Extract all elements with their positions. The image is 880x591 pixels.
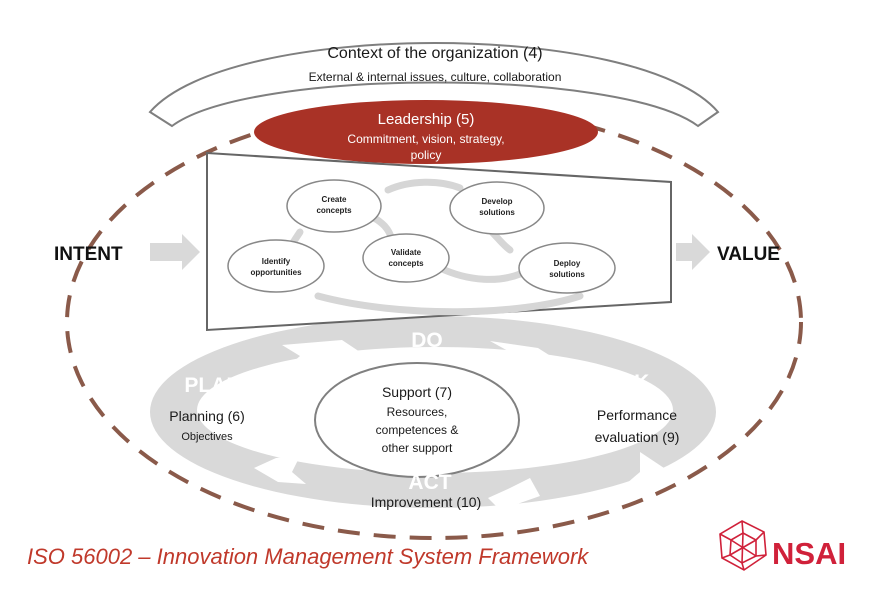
nsai-logo-text: NSAI xyxy=(772,536,846,571)
support-line3: other support xyxy=(382,441,453,455)
deploy-solutions-node xyxy=(518,242,616,294)
leadership-line2: policy xyxy=(411,148,442,162)
support-line2: competences & xyxy=(376,423,459,437)
pdca-act-label: ACT xyxy=(408,471,451,494)
create-concepts-line2: concepts xyxy=(316,206,352,215)
pdca-plan-label: PLAN xyxy=(184,374,241,397)
leadership-line1: Commitment, vision, strategy, xyxy=(347,132,504,146)
performance-line2: evaluation (9) xyxy=(595,429,680,445)
performance-line1: Performance xyxy=(597,407,677,423)
identify-opportunities-node xyxy=(227,239,325,293)
validate-concepts-node xyxy=(362,233,450,283)
context-title: Context of the organization (4) xyxy=(327,45,542,62)
support-line1: Resources, xyxy=(387,405,448,419)
intent-label: INTENT xyxy=(54,244,123,265)
develop-solutions-line1: Develop xyxy=(481,197,512,206)
plan-arrow xyxy=(254,456,306,484)
identify-opportunities-line1: Identify xyxy=(262,257,291,266)
value-arrow xyxy=(676,234,710,270)
pdca-check-label: CHECK xyxy=(575,371,650,394)
outer-dashed-oval xyxy=(65,104,803,540)
context-subtitle: External & internal issues, culture, col… xyxy=(309,70,562,84)
context-band xyxy=(148,42,720,128)
pdca-do-label: DO xyxy=(411,329,443,352)
deploy-solutions-line1: Deploy xyxy=(554,259,581,268)
planning-title: Planning (6) xyxy=(169,408,245,424)
leadership-ellipse xyxy=(254,100,598,164)
validate-concepts-line2: concepts xyxy=(388,259,424,268)
identify-opportunities-line2: opportunities xyxy=(250,268,302,277)
develop-solutions-line2: solutions xyxy=(479,208,515,217)
do-arrow-left xyxy=(282,340,360,368)
support-ellipse xyxy=(314,362,520,478)
value-label: VALUE xyxy=(717,244,780,265)
validate-concepts-line1: Validate xyxy=(391,248,422,257)
footer-title: ISO 56002 – Innovation Management System… xyxy=(27,544,589,569)
develop-solutions-node xyxy=(449,181,545,235)
create-concepts-line1: Create xyxy=(322,195,347,204)
intent-arrow xyxy=(150,234,200,270)
nsai-logo-icon xyxy=(719,520,767,571)
check-arrow xyxy=(626,452,682,492)
act-arrow-right xyxy=(488,478,540,510)
leadership-title: Leadership (5) xyxy=(378,111,475,128)
create-concepts-node xyxy=(286,179,382,233)
improvement-label: Improvement (10) xyxy=(371,494,481,510)
deploy-solutions-line2: solutions xyxy=(549,270,585,279)
nsai-logo: NSAI xyxy=(719,520,846,571)
do-arrow-right xyxy=(490,341,560,372)
support-title: Support (7) xyxy=(382,384,452,400)
planning-sub: Objectives xyxy=(181,431,233,443)
